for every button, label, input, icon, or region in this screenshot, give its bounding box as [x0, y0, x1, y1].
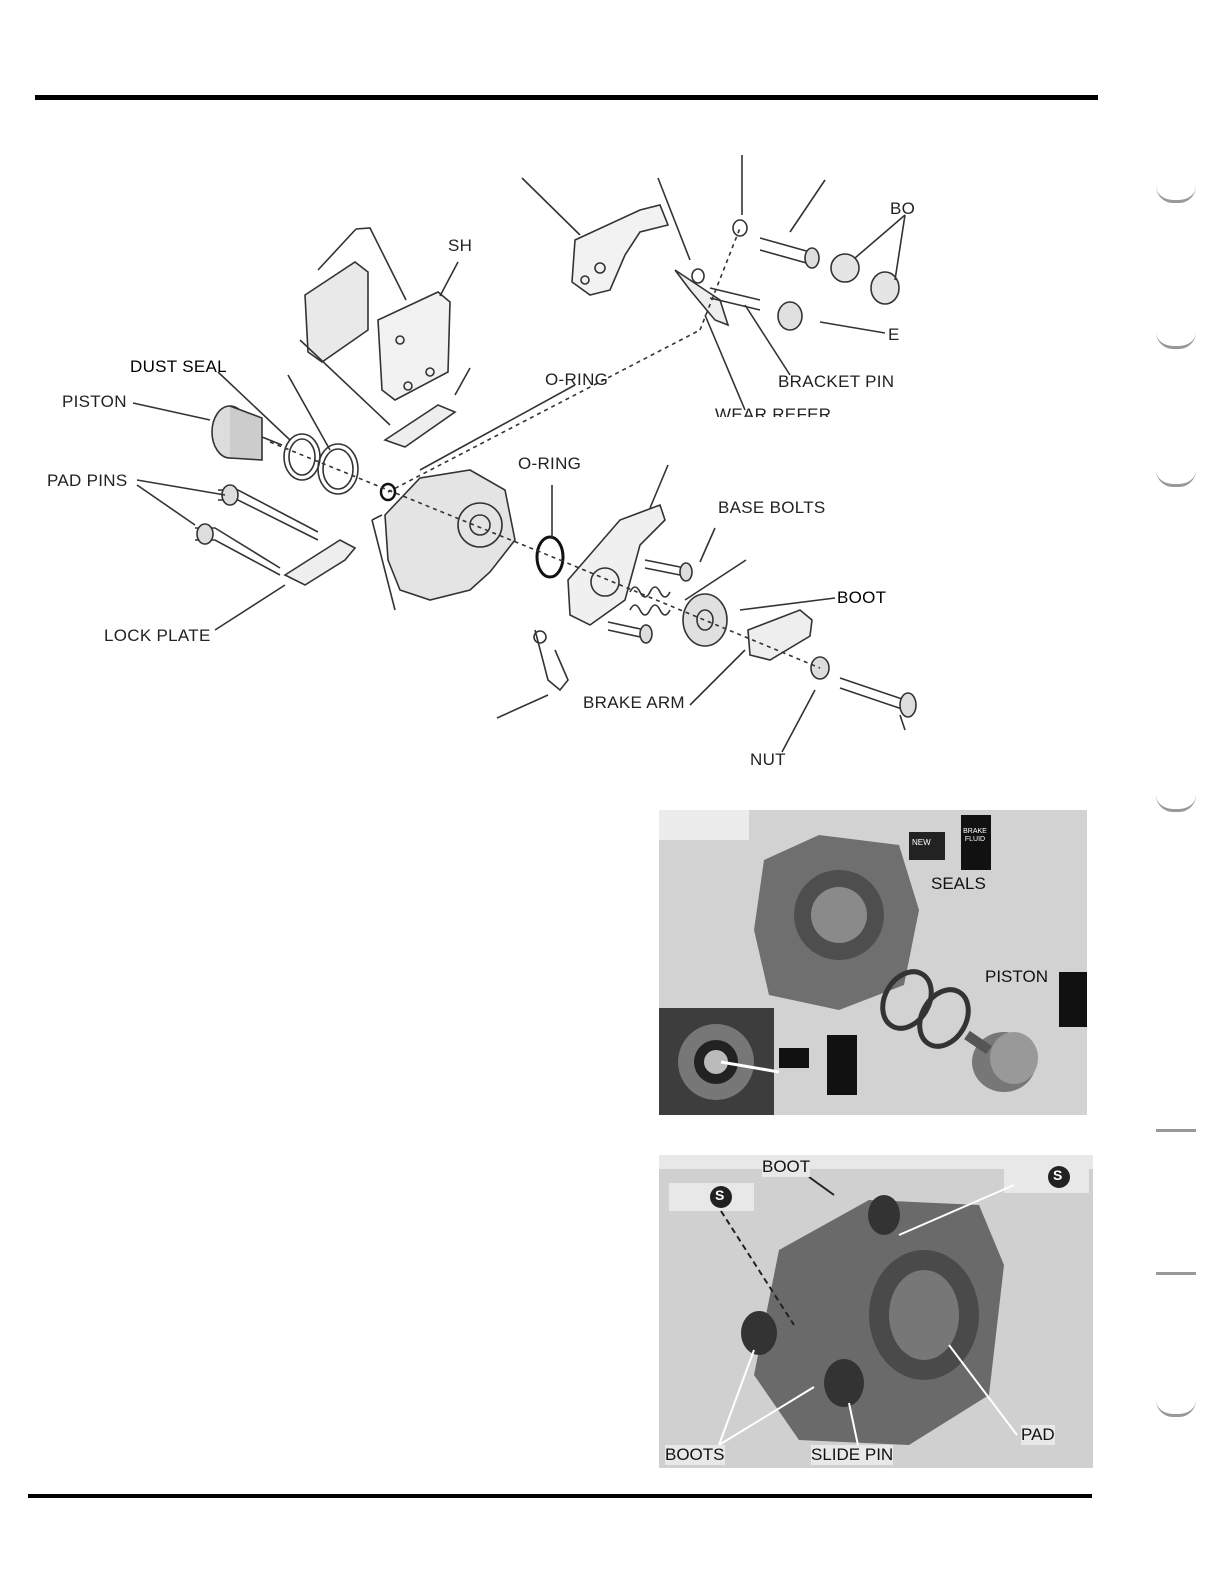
label-shim: SH [448, 236, 473, 255]
caliper-body [384, 469, 516, 601]
label-o-ring-mid: O-RING [518, 454, 582, 473]
photo-caliper-seals-art [659, 810, 1087, 1115]
label-bracket-pin: BRACKET PIN [778, 372, 895, 391]
photo2-grease-icon-left: S [715, 1187, 725, 1203]
brake-pad-left [304, 261, 369, 363]
bottom-rule [28, 1494, 1092, 1498]
photo2-label-boot: BOOT [762, 1157, 811, 1177]
label-brake-arm: BRAKE ARM [583, 693, 685, 712]
lock-plate [283, 539, 357, 586]
label-nut: NUT [750, 750, 786, 769]
caliper-bracket [571, 204, 670, 296]
label-boot-top: BO [890, 199, 916, 218]
label-e-clip: E [888, 325, 900, 344]
caliper-bracket-plate [567, 503, 666, 626]
photo-caliper-seals: SEALS PISTON NEW BRAKE FLUID [659, 810, 1087, 1115]
o-ring-small [379, 482, 397, 502]
label-piston: PISTON [62, 392, 127, 411]
return-spring [629, 586, 671, 598]
label-pad-pins: PAD PINS [47, 471, 128, 490]
label-wear-indicator: WEAR REFER [715, 405, 832, 417]
label-boot: BOOT [837, 588, 887, 607]
photo1-new-icon: NEW [912, 838, 931, 847]
edge-tab-mark [1156, 1125, 1196, 1132]
top-rule [35, 95, 1098, 100]
brake-arm-part [747, 609, 813, 661]
brake-pad-right [377, 291, 451, 401]
photo2-label-slide-pin: SLIDE PIN [811, 1445, 894, 1465]
label-lock-plate: LOCK PLATE [104, 626, 211, 645]
bleeder-valve [534, 629, 569, 692]
edge-tab-mark [1156, 470, 1196, 487]
edge-tab-mark [1156, 186, 1196, 203]
photo2-label-pad: PAD [1021, 1425, 1055, 1445]
pad-spring [383, 404, 457, 448]
photo1-brake-fluid-icon: BRAKE FLUID [963, 828, 987, 843]
photo1-label-piston: PISTON [985, 967, 1048, 987]
label-dust-seal: DUST SEAL [130, 357, 227, 376]
boot-part [682, 593, 728, 647]
edge-tab-mark [1156, 332, 1196, 349]
label-base-bolts: BASE BOLTS [718, 498, 826, 517]
edge-tab-mark [1156, 1400, 1196, 1417]
label-o-ring-top: O-RING [545, 370, 609, 389]
photo2-grease-icon-right: S [1053, 1167, 1063, 1183]
o-ring-large [535, 535, 565, 579]
piston-seal-ring [317, 443, 359, 495]
photo-caliper-boots: BOOT S S BOOTS SLIDE PIN PAD [659, 1155, 1093, 1468]
edge-tab-mark [1156, 795, 1196, 812]
edge-tab-mark [1156, 1268, 1196, 1275]
photo1-label-seals: SEALS [931, 874, 986, 894]
photo2-label-boots: BOOTS [665, 1445, 725, 1465]
